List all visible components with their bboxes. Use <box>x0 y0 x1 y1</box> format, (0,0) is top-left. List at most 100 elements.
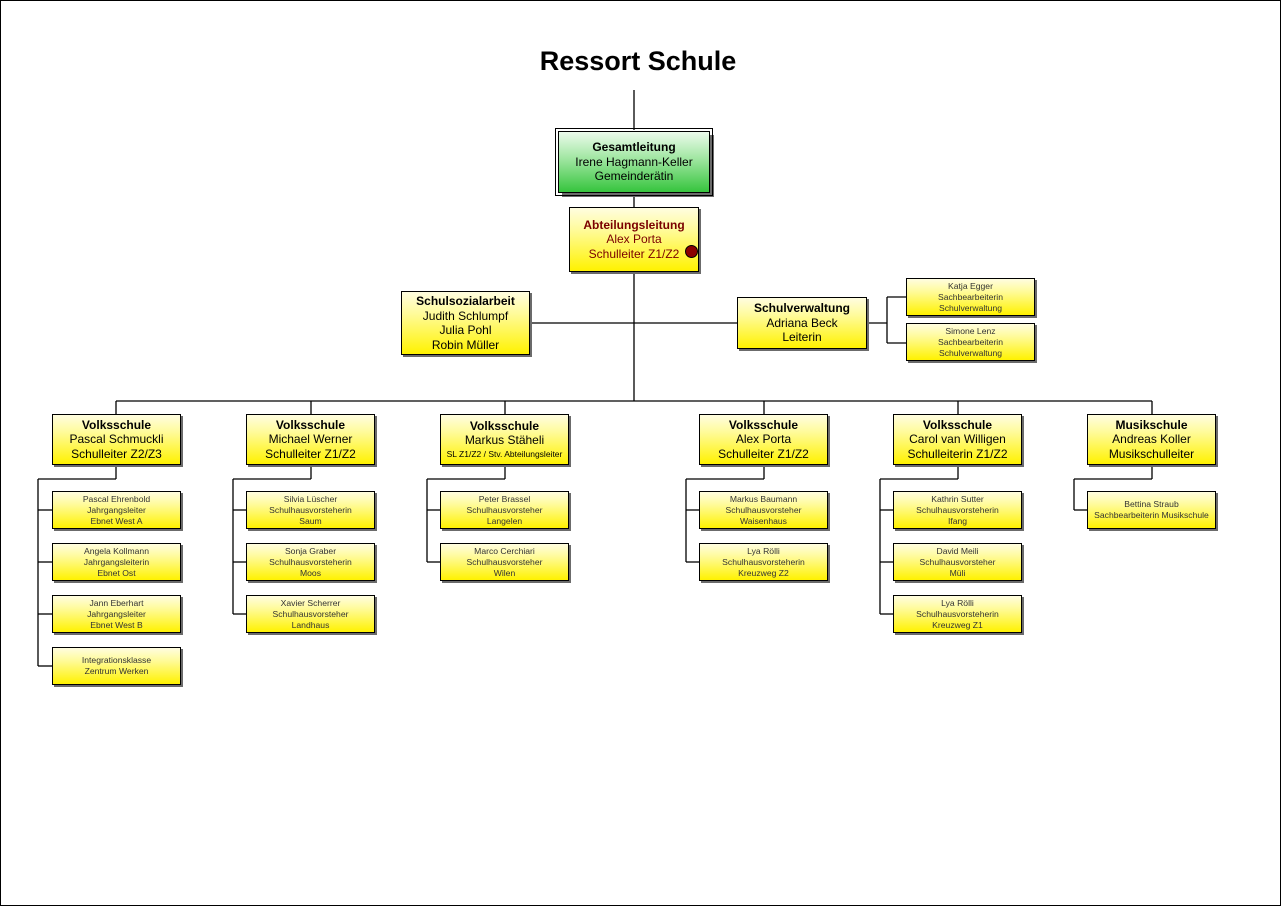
gesamtleitung-role: Gemeinderätin <box>594 169 674 184</box>
sub-line: Sonja Graber <box>284 545 337 556</box>
box-sub: Marco Cerchiari Schulhausvorsteher Wilen <box>440 543 569 581</box>
unit-title: Volksschule <box>469 418 540 433</box>
sub-line: Schulhausvorsteherin <box>269 504 352 515</box>
sub-line: Langelen <box>486 515 523 526</box>
unit-title: Volksschule <box>81 417 152 432</box>
box-schulverwaltung: Schulverwaltung Adriana Beck Leiterin <box>737 297 867 349</box>
sub-line: Kreuzweg Z1 <box>932 619 983 630</box>
sub-line: Schulhausvorsteher <box>466 556 543 567</box>
gesamtleitung-name: Irene Hagmann-Keller <box>575 154 693 169</box>
sub-line: Moos <box>299 567 321 578</box>
unit-role: Schulleiter Z2/Z3 <box>71 446 162 461</box>
sub-line: Pascal Ehrenbold <box>82 493 151 504</box>
sub-line: Schulhausvorsteher <box>272 608 349 619</box>
box-schulverwaltung-staff: Simone Lenz Sachbearbeiterin Schulverwal… <box>906 323 1035 361</box>
sub-line: Saum <box>299 515 322 526</box>
box-sub: Lya Rölli Schulhausvorsteherin Kreuzweg … <box>699 543 828 581</box>
staff-unit: Schulverwaltung <box>938 302 1003 313</box>
abteilungsleitung-name: Alex Porta <box>606 232 662 247</box>
staff-role: Sachbearbeiterin <box>938 336 1003 347</box>
sub-line: Peter Brassel <box>478 493 531 504</box>
sub-line: Schulhausvorsteher <box>919 556 996 567</box>
box-abteilungsleitung: Abteilungsleitung Alex Porta Schulleiter… <box>569 207 699 272</box>
box-unit-volksschule: Volksschule Michael Werner Schulleiter Z… <box>246 414 375 465</box>
unit-title: Musikschule <box>1115 417 1188 432</box>
sub-line: Ebnet West B <box>90 619 143 630</box>
box-sub: Markus Baumann Schulhausvorsteher Waisen… <box>699 491 828 529</box>
box-sub: Kathrin Sutter Schulhausvorsteherin Ifan… <box>893 491 1022 529</box>
sub-line: Waisenhaus <box>740 515 787 526</box>
sub-line: Ebnet West A <box>90 515 143 526</box>
unit-role: Schulleiter Z1/Z2 <box>718 446 809 461</box>
sub-line: Schulhausvorsteherin <box>722 556 805 567</box>
staff-name: Katja Egger <box>948 280 993 291</box>
sub-line: Ifang <box>947 515 968 526</box>
schulsozialarbeit-line: Robin Müller <box>431 337 500 352</box>
sub-line: Schulhausvorsteherin <box>916 608 999 619</box>
box-schulsozialarbeit: Schulsozialarbeit Judith Schlumpf Julia … <box>401 291 530 355</box>
box-sub: Bettina Straub Sachbearbeiterin Musiksch… <box>1087 491 1216 529</box>
red-dot-marker <box>685 245 698 258</box>
sub-line: Sachbearbeiterin Musikschule <box>1094 510 1209 520</box>
sub-line: Silvia Lüscher <box>283 493 338 504</box>
box-sub: Peter Brassel Schulhausvorsteher Langele… <box>440 491 569 529</box>
sub-line: Kathrin Sutter <box>931 493 984 504</box>
box-gesamtleitung: Gesamtleitung Irene Hagmann-Keller Gemei… <box>555 128 713 196</box>
sub-line: Bettina Straub <box>1124 499 1179 509</box>
box-sub: Angela Kollmann Jahrgangsleiterin Ebnet … <box>52 543 181 581</box>
sub-line: Jahrgangsleiter <box>87 504 146 515</box>
staff-unit: Schulverwaltung <box>938 347 1003 358</box>
schulverwaltung-name: Adriana Beck <box>766 315 838 330</box>
sub-line: Wilen <box>493 567 516 578</box>
abteilungsleitung-role: Schulleiter Z1/Z2 <box>588 246 680 261</box>
sub-line: Lya Rölli <box>747 545 780 556</box>
sub-line: Zentrum Werken <box>84 666 149 676</box>
unit-title: Volksschule <box>275 417 346 432</box>
sub-line: Integrationsklasse <box>81 655 152 665</box>
box-sub: Jann Eberhart Jahrgangsleiter Ebnet West… <box>52 595 181 633</box>
unit-name: Alex Porta <box>735 432 792 447</box>
sub-line: Marco Cerchiari <box>474 545 535 556</box>
box-schulverwaltung-staff: Katja Egger Sachbearbeiterin Schulverwal… <box>906 278 1035 316</box>
unit-name: Markus Stäheli <box>464 433 545 447</box>
sub-line: Lya Rölli <box>941 597 974 608</box>
sub-line: Schulhausvorsteherin <box>916 504 999 515</box>
staff-name: Simone Lenz <box>945 325 996 336</box>
sub-line: Jahrgangsleiterin <box>83 556 150 567</box>
unit-name: Carol van Willigen <box>909 432 1006 447</box>
unit-name: Pascal Schmuckli <box>69 432 164 447</box>
sub-line: Schulhausvorsteher <box>466 504 543 515</box>
box-sub: Silvia Lüscher Schulhausvorsteherin Saum <box>246 491 375 529</box>
box-unit-musikschule: Musikschule Andreas Koller Musikschullei… <box>1087 414 1216 465</box>
sub-line: Jahrgangsleiter <box>87 608 146 619</box>
unit-role: Musikschulleiter <box>1108 446 1195 461</box>
box-sub: David Meili Schulhausvorsteher Müli <box>893 543 1022 581</box>
unit-title: Volksschule <box>922 417 993 432</box>
sub-line: David Meili <box>936 545 979 556</box>
box-unit-volksschule: Volksschule Carol van Willigen Schulleit… <box>893 414 1022 465</box>
sub-line: Angela Kollmann <box>84 545 149 556</box>
sub-line: Jann Eberhart <box>89 597 144 608</box>
gesamtleitung-title: Gesamtleitung <box>592 140 676 155</box>
sub-line: Ebnet Ost <box>97 567 136 578</box>
box-unit-volksschule: Volksschule Alex Porta Schulleiter Z1/Z2 <box>699 414 828 465</box>
unit-title: Volksschule <box>728 417 799 432</box>
abteilungsleitung-title: Abteilungsleitung <box>583 217 685 232</box>
box-sub: Integrationsklasse Zentrum Werken <box>52 647 181 685</box>
sub-line: Müli <box>949 567 966 578</box>
box-unit-volksschule: Volksschule Markus Stäheli SL Z1/Z2 / St… <box>440 414 569 465</box>
sub-line: Schulhausvorsteherin <box>269 556 352 567</box>
unit-role: Schulleiter Z1/Z2 <box>265 446 356 461</box>
unit-name: Michael Werner <box>268 432 353 447</box>
box-sub: Sonja Graber Schulhausvorsteherin Moos <box>246 543 375 581</box>
sub-line: Xavier Scherrer <box>280 597 341 608</box>
unit-name: Andreas Koller <box>1112 432 1191 447</box>
sub-line: Schulhausvorsteher <box>725 504 802 515</box>
box-sub: Lya Rölli Schulhausvorsteherin Kreuzweg … <box>893 595 1022 633</box>
unit-role: SL Z1/Z2 / Stv. Abteilungsleiter <box>446 448 563 459</box>
box-sub: Pascal Ehrenbold Jahrgangsleiter Ebnet W… <box>52 491 181 529</box>
sub-line: Markus Baumann <box>729 493 798 504</box>
schulsozialarbeit-line: Judith Schlumpf <box>422 308 509 323</box>
unit-role: Schulleiterin Z1/Z2 <box>907 446 1008 461</box>
